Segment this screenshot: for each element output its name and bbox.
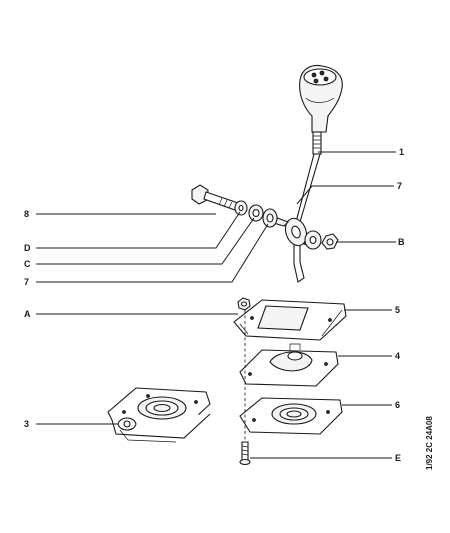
label-5: 5 [395, 305, 400, 315]
label-e: E [395, 453, 401, 463]
label-a: A [24, 309, 31, 319]
label-7-lower: 7 [24, 277, 29, 287]
gear-knob [299, 64, 343, 133]
label-d: D [24, 243, 31, 253]
label-8: 8 [24, 209, 29, 219]
label-b: B [398, 237, 405, 247]
plate-5 [233, 299, 347, 341]
boot-4 [239, 343, 339, 387]
bolt [191, 184, 239, 211]
label-3: 3 [24, 419, 29, 429]
part-labels: 1 7 8 D C 7 B A 5 4 6 3 E [24, 147, 405, 463]
label-6: 6 [395, 400, 400, 410]
washer-d [234, 200, 248, 216]
label-c: C [24, 259, 31, 269]
shift-lever [293, 131, 322, 283]
leader-lines [36, 151, 396, 459]
screw-e [239, 441, 251, 466]
housing-3 [107, 387, 211, 443]
bushing-7 [262, 208, 278, 228]
reference-code: 1/92 2C 24A08 [425, 416, 434, 470]
nut-b [321, 233, 339, 250]
washer-c [248, 204, 264, 222]
plate-6 [239, 397, 343, 435]
label-4: 4 [395, 351, 400, 361]
label-1: 1 [399, 147, 404, 157]
label-7-upper: 7 [397, 181, 402, 191]
nut-a [237, 297, 251, 311]
bushing-right [304, 230, 322, 250]
